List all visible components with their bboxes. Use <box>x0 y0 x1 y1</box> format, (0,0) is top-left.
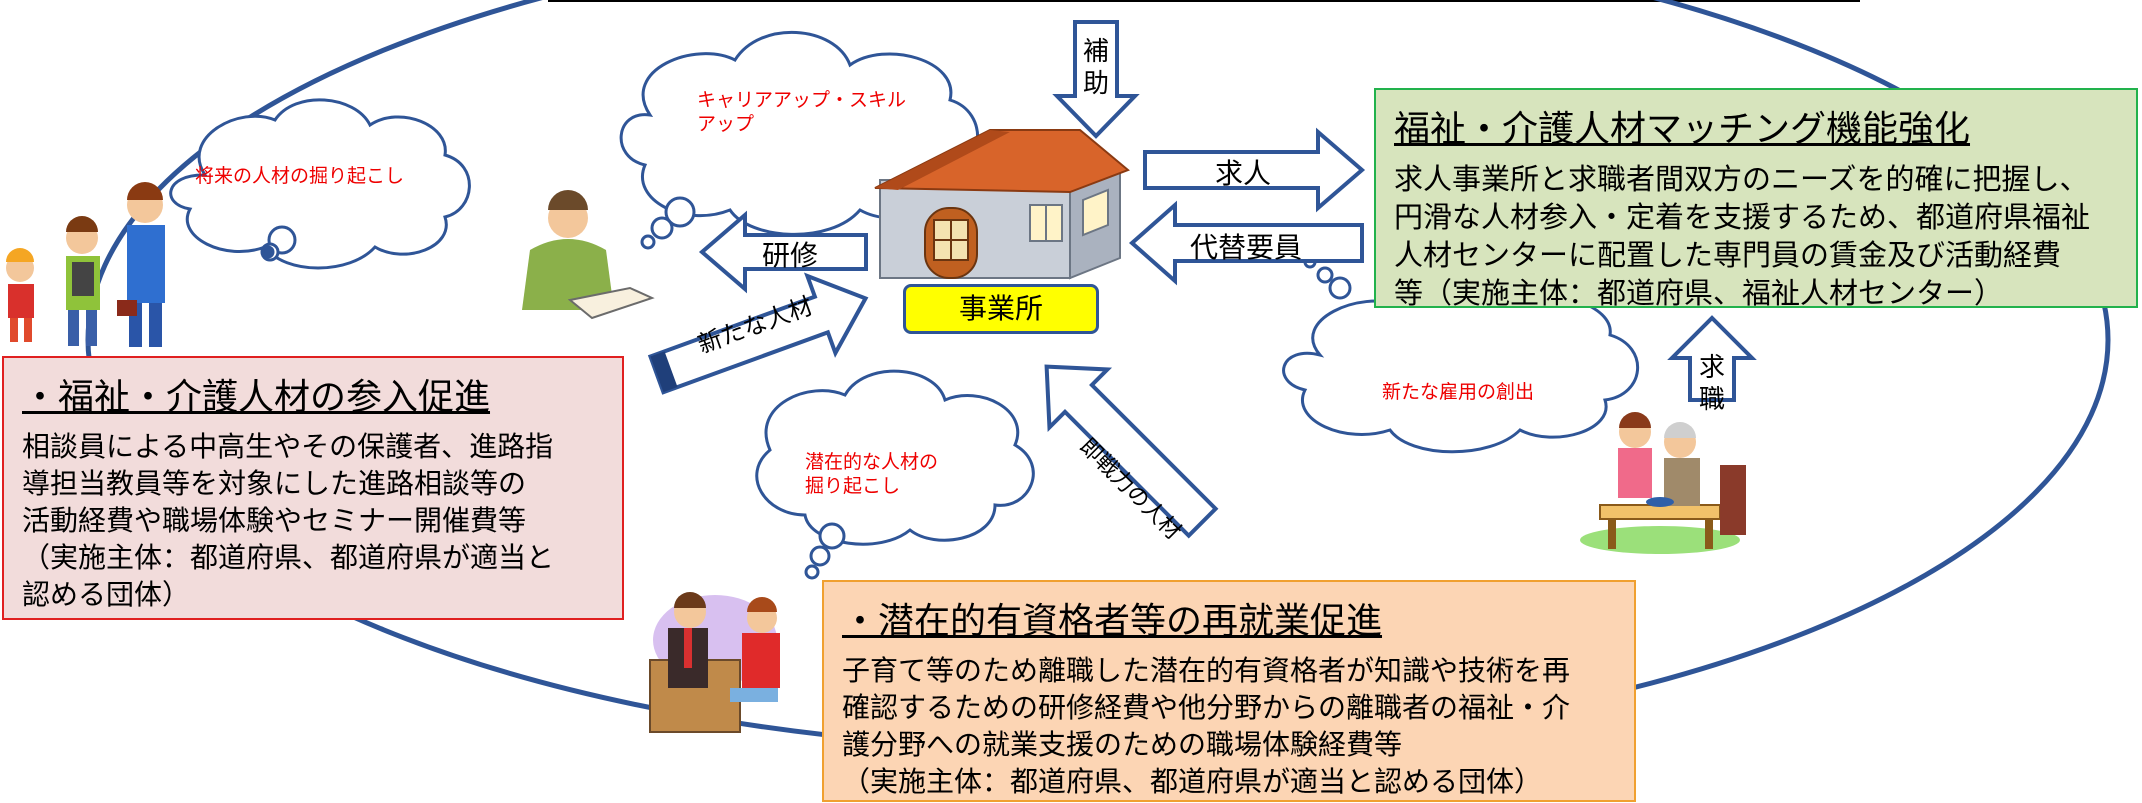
training-arrow <box>698 210 868 294</box>
job-offer-arrow <box>1143 127 1366 213</box>
participation-promotion-box: ・福祉・介護人材の参入促進 相談員による中高生やその保護者、進路指 導担当教員等… <box>2 356 624 620</box>
thought-cloud-future <box>169 98 471 270</box>
thought-future-text: 将来の人材の掘り起こし <box>195 165 405 187</box>
counseling-illustration-icon <box>649 592 780 733</box>
substitute-arrow <box>1128 200 1364 286</box>
ready-talent-arrow <box>1044 364 1219 539</box>
subsidy-label: 補 助 <box>1082 37 1109 99</box>
office-label-badge: 事業所 <box>903 284 1099 334</box>
office-house-icon <box>874 129 1130 280</box>
reemployment-promotion-box: ・潜在的有資格者等の再就業促進 子育て等のため離職した潜在的有資格者が知識や技術… <box>822 580 1636 802</box>
training-label: 研修 <box>762 239 819 272</box>
matching-title: 福祉・介護人材マッチング機能強化 <box>1394 109 1971 150</box>
reading-man-icon <box>522 190 655 320</box>
participation-title: ・福祉・介護人材の参入促進 <box>22 377 491 418</box>
new-talent-arrow <box>647 272 869 395</box>
participation-body: 相談員による中高生やその保護者、進路指 導担当教員等を対象にした進路相談等の 活… <box>22 430 555 611</box>
job-seeking-label: 求 職 <box>1698 353 1725 415</box>
students-illustration-icon <box>6 182 165 347</box>
thought-new-employment-text: 新たな雇用の創出 <box>1382 381 1535 403</box>
elderly-couple-icon <box>1580 412 1746 554</box>
matching-body: 求人事業所と求職者間双方のニーズを的確に把握し、 円滑な人材参入・定着を支援する… <box>1394 162 2091 310</box>
subsidy-arrow <box>1052 20 1140 139</box>
substitute-label: 代替要員 <box>1190 231 1303 264</box>
reemployment-title: ・潜在的有資格者等の再就業促進 <box>842 601 1383 642</box>
job-seeking-arrow <box>1667 315 1757 402</box>
job-offer-label: 求人 <box>1215 157 1272 190</box>
thought-cloud-latent <box>755 369 1035 580</box>
reemployment-body: 子育て等のため離職した潜在的有資格者が知識や技術を再 確認するための研修経費や他… <box>842 654 1571 798</box>
thought-career-text: キャリアアップ・スキル アップ <box>697 89 907 135</box>
matching-function-box: 福祉・介護人材マッチング機能強化 求人事業所と求職者間双方のニーズを的確に把握し… <box>1374 88 2138 310</box>
thought-latent-text: 潜在的な人材の 掘り起こし <box>805 451 939 497</box>
